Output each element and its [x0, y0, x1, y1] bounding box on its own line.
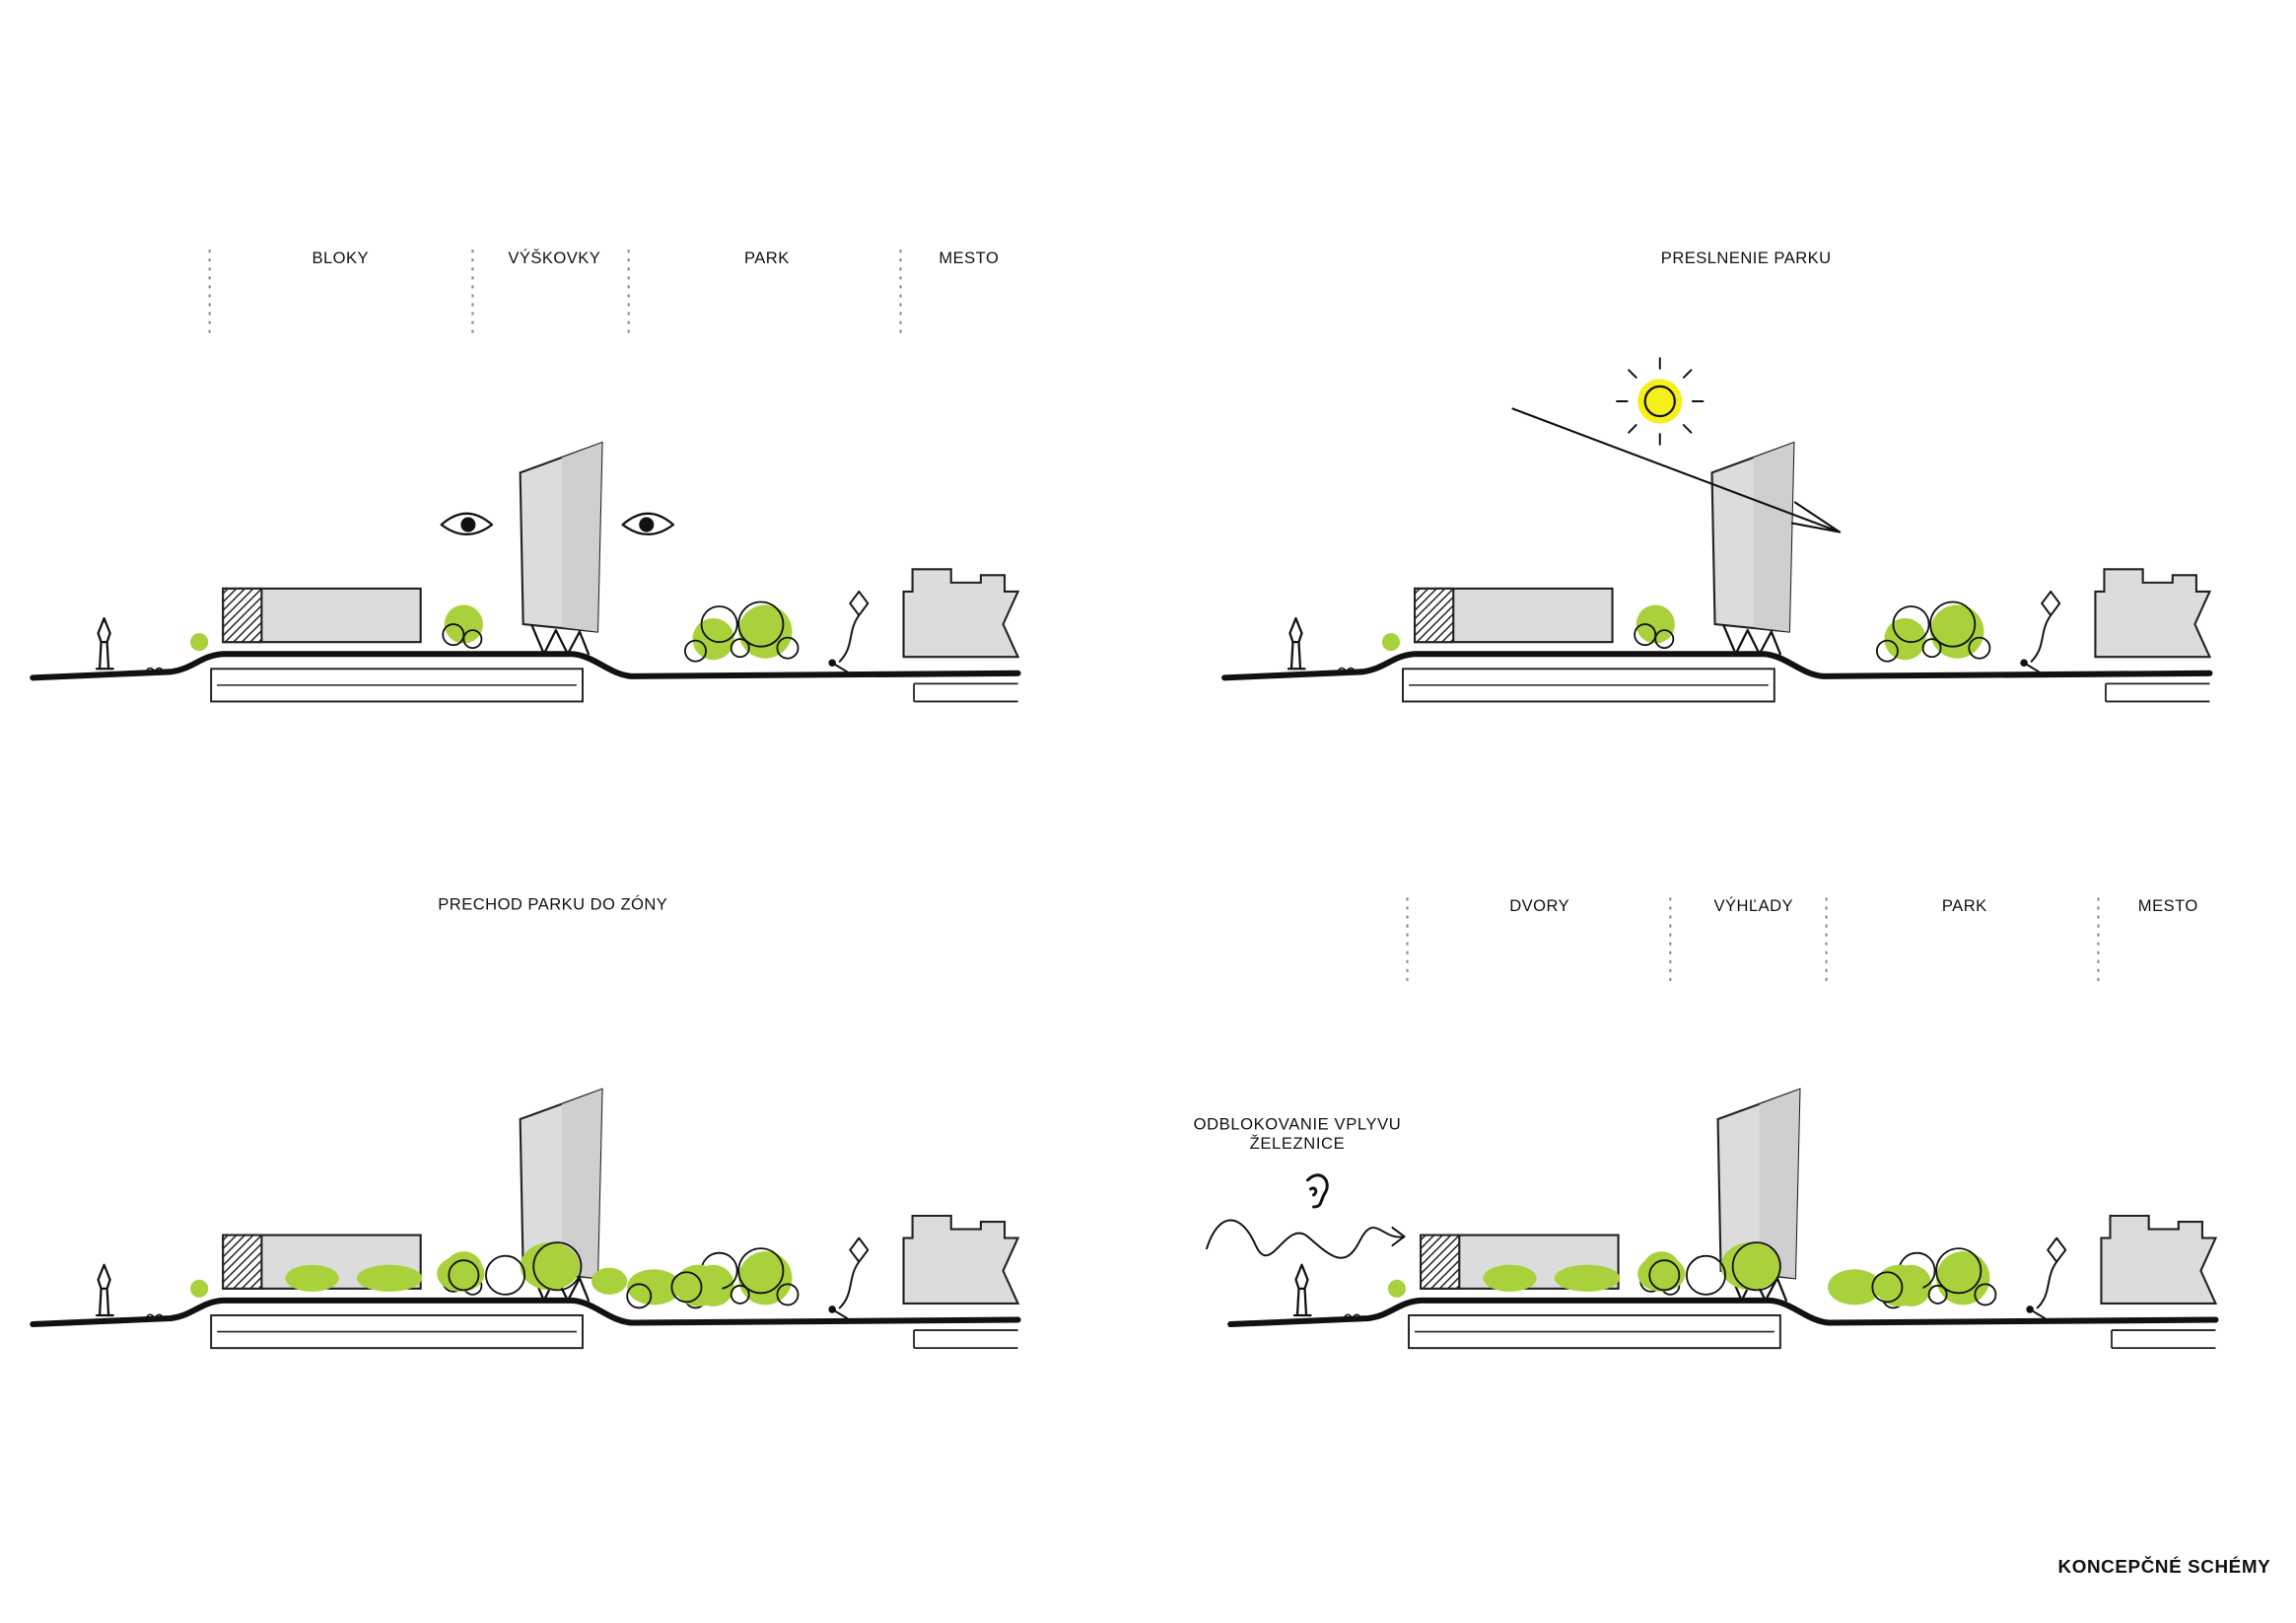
panel-title: PRESLNENIE PARKU: [1661, 248, 1832, 267]
green-vegetation: [285, 1241, 723, 1309]
panel-sunlight: PRESLNENIE PARKU: [1224, 248, 2209, 702]
footer-title: KONCEPČNÉ SCHÉMY: [2058, 1556, 2271, 1577]
green-vegetation: [1483, 1241, 1923, 1306]
sun-icon: [1616, 357, 1705, 446]
zone-label: VÝHĽADY: [1713, 896, 1793, 915]
zone-label: PARK: [1942, 896, 1987, 915]
zone-label: VÝŠKOVKY: [508, 248, 600, 267]
panel-zones-revised: DVORY VÝHĽADY PARK MESTO ODBLOKOVANIE VP…: [1194, 896, 2216, 1348]
sun-ray-arrow: [1511, 407, 1842, 533]
panel-park-transition: PRECHOD PARKU DO ZÓNY: [33, 894, 1017, 1348]
sound-wave-arrow: [1206, 1219, 1406, 1259]
eye-icon: [621, 512, 675, 536]
section-sketch: [1224, 443, 2209, 701]
section-sketch: [33, 443, 1017, 701]
panel-title: PRECHOD PARKU DO ZÓNY: [438, 894, 667, 913]
zone-label: MESTO: [939, 248, 999, 267]
zone-label: MESTO: [2138, 896, 2198, 915]
eye-icon: [440, 512, 494, 536]
panel-zones: BLOKY VÝŠKOVKY PARK MESTO: [33, 248, 1017, 702]
section-sketch: [33, 1090, 1017, 1348]
zone-label: PARK: [744, 248, 790, 267]
zone-label: BLOKY: [312, 248, 369, 267]
ear-icon: [1306, 1173, 1329, 1209]
note-line-2: ŽELEZNICE: [1250, 1134, 1346, 1153]
note-line-1: ODBLOKOVANIE VPLYVU: [1194, 1115, 1402, 1134]
zone-label: DVORY: [1509, 896, 1569, 915]
